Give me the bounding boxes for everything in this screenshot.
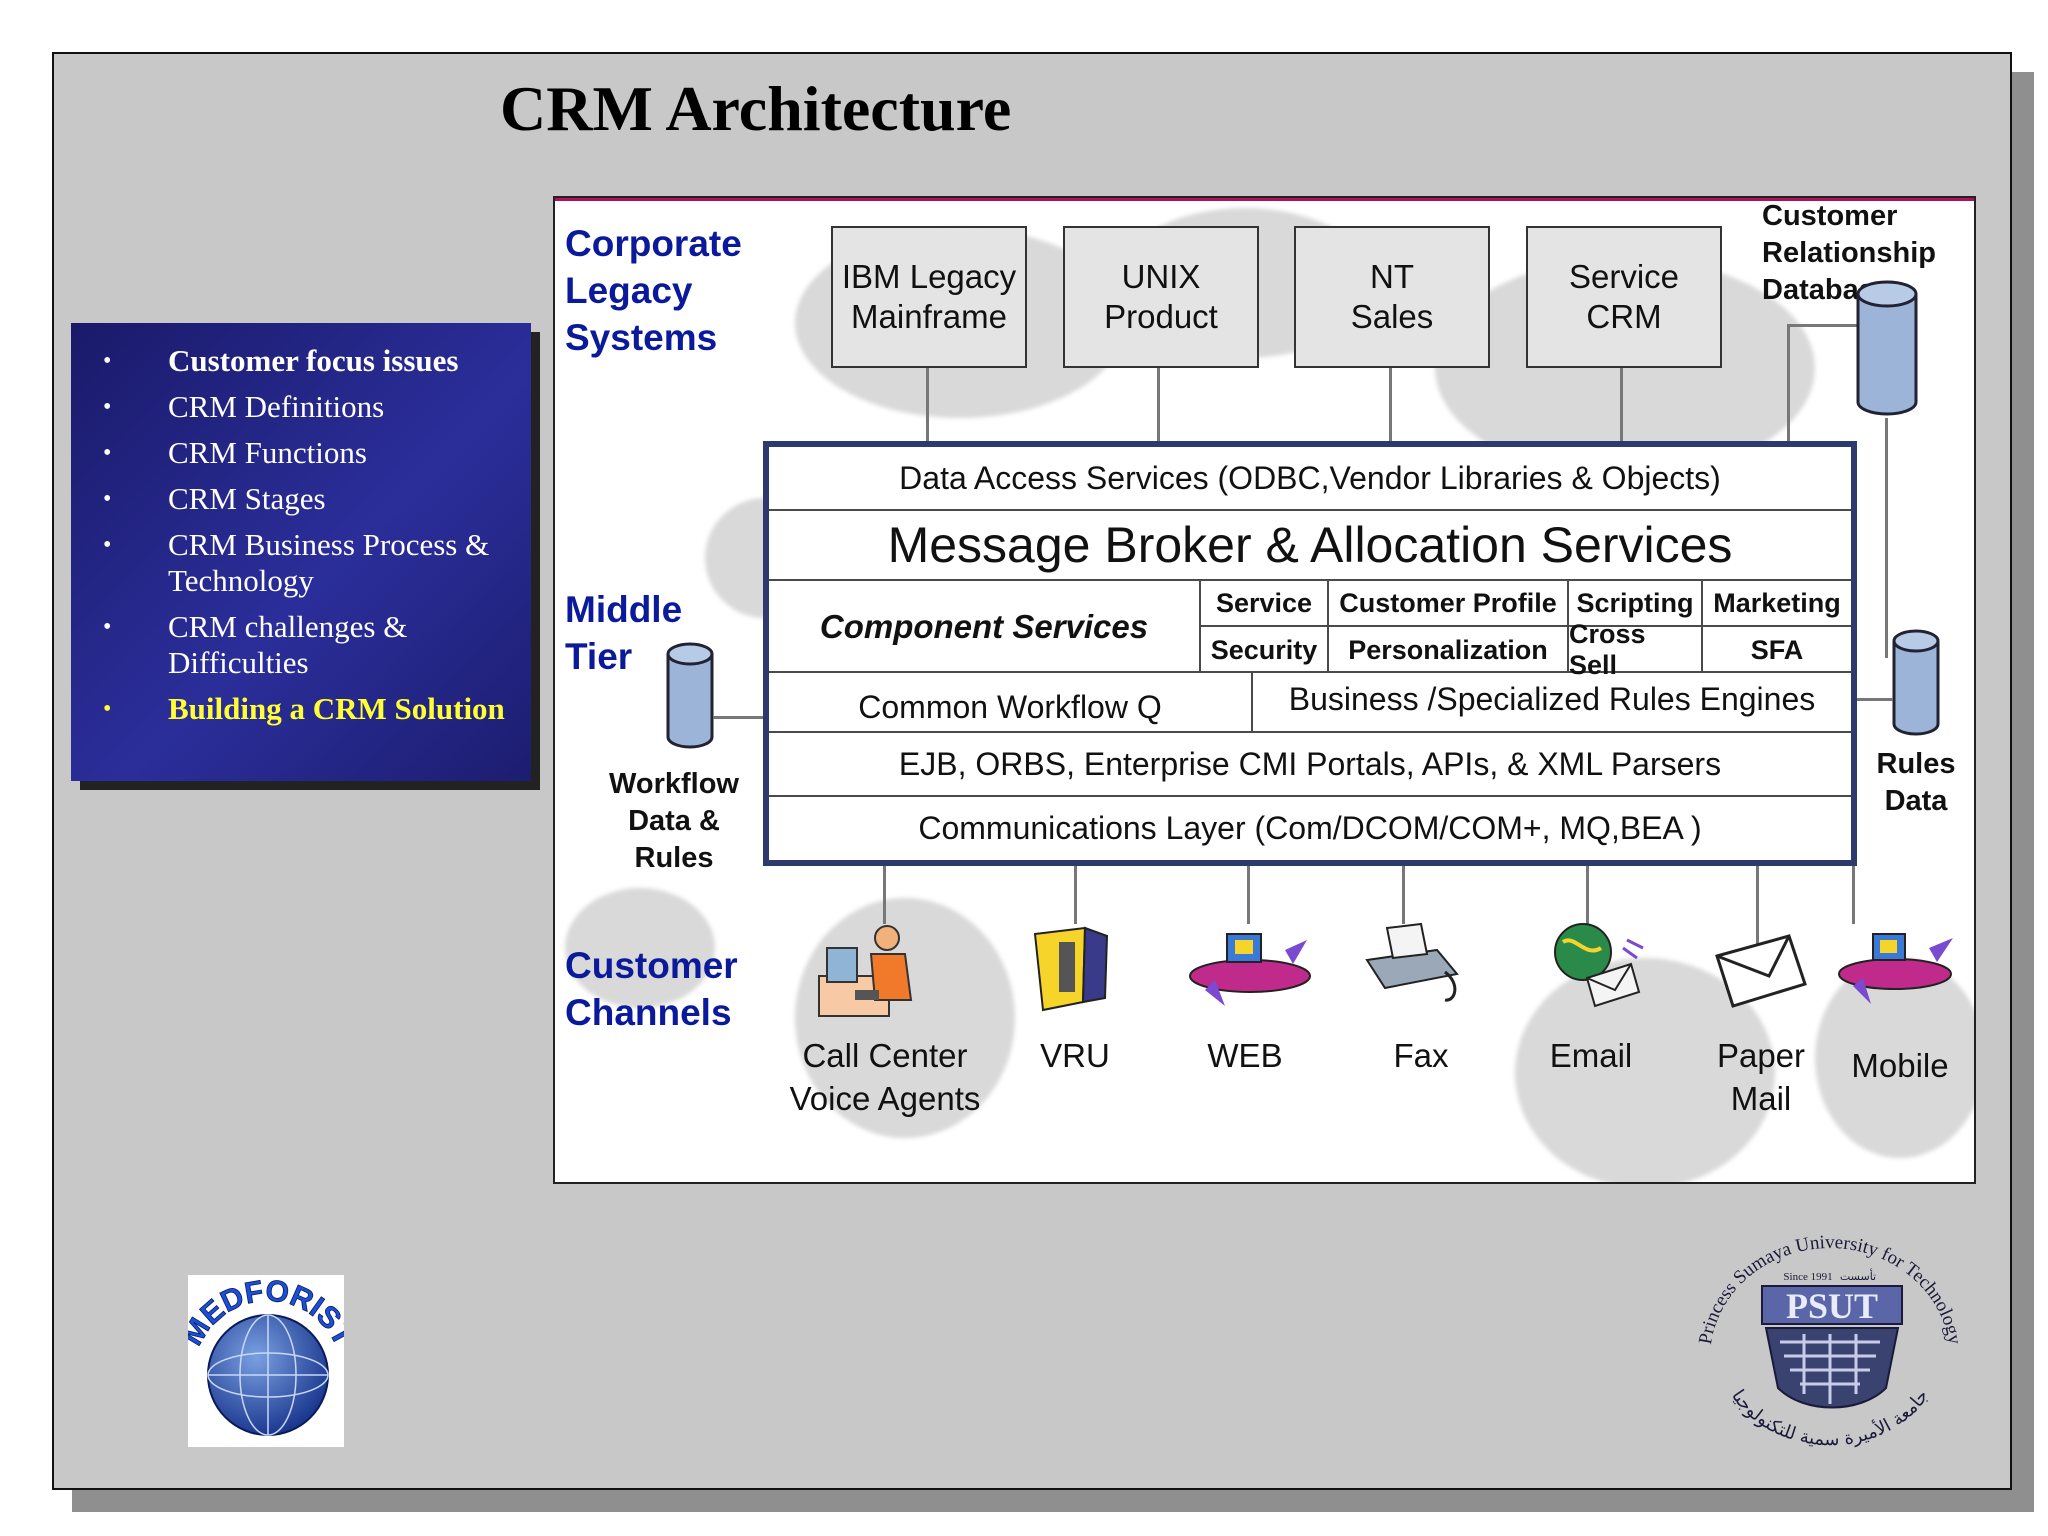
connector-line: [1074, 866, 1077, 924]
connector-line: [1247, 866, 1250, 924]
common-workflow-q: Common Workflow Q: [769, 673, 1253, 731]
sidebar-item-building-crm-solution[interactable]: • Building a CRM Solution: [93, 691, 521, 727]
component-scripting: Scripting: [1569, 581, 1703, 627]
fax-machine-icon: [1365, 922, 1459, 1002]
psut-arabic-since-text: تأسست: [1840, 1268, 1876, 1283]
psut-since-text: Since 1991: [1783, 1271, 1832, 1283]
communications-layer: Communications Layer (Com/DCOM/COM+, MQ,…: [918, 810, 1702, 846]
component-cross-sell: Cross Sell: [1569, 619, 1703, 680]
legacy-system-ibm-mainframe: IBM Legacy Mainframe: [831, 226, 1027, 368]
channel-label-fax: Fax: [1393, 1037, 1449, 1074]
middle-tier-stack: Data Access Services (ODBC,Vendor Librar…: [763, 441, 1857, 866]
sidebar-item-crm-challenges[interactable]: • CRM challenges & Difficulties: [93, 609, 521, 681]
sidebar-item-label: CRM Stages: [168, 481, 326, 516]
connector-line: [1857, 698, 1893, 701]
component-security: Security: [1201, 627, 1329, 673]
sidebar-item-customer-focus-issues[interactable]: • Customer focus issues: [93, 343, 521, 379]
section-label-middle-tier: Middle Tier: [565, 589, 683, 677]
legacy-system-nt-sales: NT Sales: [1294, 226, 1490, 368]
data-access-services-layer: Data Access Services (ODBC,Vendor Librar…: [769, 447, 1851, 511]
bullet-icon: •: [103, 348, 112, 374]
sidebar-item-crm-definitions[interactable]: • CRM Definitions: [93, 389, 521, 425]
component-marketing: Marketing: [1703, 581, 1851, 627]
connector-line: [1157, 368, 1160, 441]
bullet-icon: •: [103, 696, 112, 722]
channel-label-web: WEB: [1207, 1037, 1283, 1074]
vru-icon: [1033, 926, 1109, 1012]
psut-mark-text: PSUT: [1786, 1286, 1878, 1326]
connector-line: [1620, 368, 1623, 441]
channel-label-mobile: Mobile: [1851, 1047, 1949, 1084]
workflow-database-cylinder-icon: [666, 642, 714, 749]
connector-line: [1756, 866, 1759, 956]
map-background-shape: [1815, 958, 1974, 1158]
sidebar-item-crm-business-process[interactable]: • CRM Business Process & Technology: [93, 527, 521, 599]
rules-database-cylinder-icon: [1892, 629, 1940, 736]
architecture-diagram: Corporate Legacy Systems Middle Tier Cus…: [553, 196, 1976, 1184]
business-rules-engines: Business /Specialized Rules Engines: [1288, 680, 1816, 717]
channel-label-email: Email: [1549, 1037, 1633, 1074]
crm-database-cylinder-icon: [1856, 280, 1918, 416]
component-sfa: SFA: [1750, 634, 1804, 665]
psut-seal-icon: Princess Sumaya University for Technolog…: [1695, 1232, 1965, 1450]
connector-line: [1402, 866, 1405, 924]
message-broker-layer: Message Broker & Allocation Services: [769, 511, 1851, 581]
sidebar-item-crm-functions[interactable]: • CRM Functions: [93, 435, 521, 471]
email-globe-icon: [1554, 923, 1644, 1008]
sidebar-item-label: Building a CRM Solution: [168, 691, 505, 726]
connector-line: [1885, 418, 1888, 658]
section-label-customer-channels: Customer Channels: [565, 945, 738, 1033]
bullet-icon: •: [103, 440, 112, 466]
sidebar-item-crm-stages[interactable]: • CRM Stages: [93, 481, 521, 517]
top-border-line: [555, 198, 1974, 201]
web-saucer-icon: [1189, 933, 1311, 1006]
call-center-agent-icon: [818, 925, 913, 1017]
section-label-corporate-legacy: Corporate Legacy Systems: [565, 223, 742, 358]
sidebar-item-label: CRM Business Process & Technology: [168, 527, 490, 598]
mobile-saucer-icon: [1838, 933, 1953, 1004]
map-background-shape: [565, 888, 715, 1008]
connector-line: [1787, 324, 1857, 327]
bullet-icon: •: [103, 614, 112, 640]
medforist-globe-icon: MEDFORIST: [176, 1274, 361, 1436]
channel-label-paper-mail: Paper Mail: [1716, 1037, 1806, 1117]
medforist-logo: MEDFORIST: [176, 1274, 361, 1447]
connector-line: [1586, 866, 1589, 924]
connector-line: [883, 866, 886, 924]
component-services-label: Component Services: [769, 581, 1201, 673]
sidebar-item-label: Customer focus issues: [168, 343, 459, 378]
map-background-shape: [795, 898, 1015, 1138]
connector-line: [926, 368, 929, 441]
connector-line: [1787, 324, 1790, 441]
component-customer-profile: Customer Profile: [1329, 581, 1569, 627]
connector-line: [1852, 866, 1855, 924]
rules-database-label: Rules Data: [1876, 748, 1956, 817]
component-personalization: Personalization: [1329, 627, 1569, 673]
psut-logo: Princess Sumaya University for Technolog…: [1680, 1218, 1980, 1468]
sidebar-item-label: CRM challenges & Difficulties: [168, 609, 408, 680]
workflow-database-label: Workflow Data & Rules: [609, 768, 739, 874]
component-service: Service: [1201, 581, 1329, 627]
connector-line: [713, 716, 763, 719]
bullet-icon: •: [103, 394, 112, 420]
component-services-layer: Component Services Service Customer Prof…: [769, 581, 1851, 680]
channel-label-call-center: Call Center Voice Agents: [789, 1037, 981, 1117]
sidebar-nav: • Customer focus issues • CRM Definition…: [71, 323, 531, 781]
connector-line: [1389, 368, 1392, 441]
sidebar-item-label: CRM Definitions: [168, 389, 385, 424]
sidebar-item-label: CRM Functions: [168, 435, 367, 470]
ejb-orbs-layer: EJB, ORBS, Enterprise CMI Portals, APIs,…: [769, 733, 1851, 797]
channel-label-vru: VRU: [1040, 1037, 1110, 1074]
workflow-rules-layer: Common Workflow Q Business /Specialized …: [769, 673, 1851, 733]
envelope-icon: [1715, 934, 1807, 1008]
legacy-system-service-crm: Service CRM: [1526, 226, 1722, 368]
bullet-icon: •: [103, 532, 112, 558]
legacy-system-unix-product: UNIX Product: [1063, 226, 1259, 368]
slide-title: CRM Architecture: [500, 73, 1012, 144]
bullet-icon: •: [103, 486, 112, 512]
